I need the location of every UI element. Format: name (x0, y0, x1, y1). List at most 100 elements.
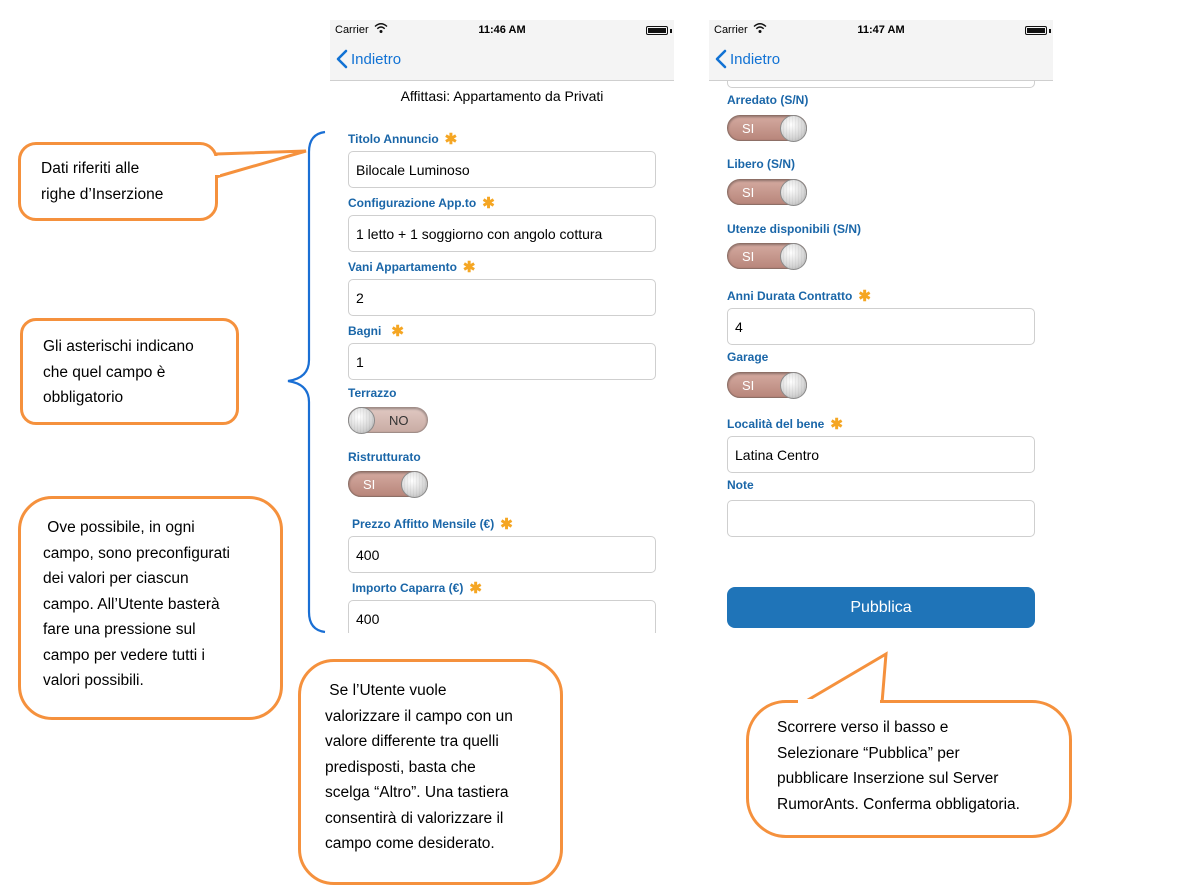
navigation-bar: Indietro (330, 40, 674, 81)
required-asterisk-icon: ✱ (469, 580, 482, 597)
status-time: 11:47 AM (857, 24, 905, 36)
annotation-line: che quel campo è (43, 363, 166, 381)
back-button[interactable]: Indietro (715, 49, 780, 69)
page-title: Affittasi: Appartamento da Privati (400, 88, 604, 104)
annotation-line: Gli asterischi indicano (43, 338, 194, 355)
annotation-line: Se l’Utente vuole (325, 682, 447, 699)
titolo-label: Titolo Annuncio✱ (348, 131, 458, 148)
anni-field[interactable]: 4 (727, 308, 1035, 345)
vani-label: Vani Appartamento✱ (348, 259, 476, 276)
annotation-line: campo, sono preconfigurati (43, 544, 230, 562)
localita-label: Località del bene✱ (727, 416, 843, 433)
publish-button[interactable]: Pubblica (727, 587, 1035, 628)
toggle-knob-icon (348, 407, 375, 434)
required-asterisk-icon: ✱ (444, 131, 458, 148)
arredato-label: Arredato (S/N) (727, 93, 809, 107)
localita-field[interactable]: Latina Centro (727, 436, 1035, 473)
annotation-line: Scorrere verso il basso e (777, 719, 949, 736)
caparra-label: Importo Caparra (€)✱ (352, 580, 482, 597)
toggle-knob-icon (780, 115, 807, 142)
terrazzo-label: Terrazzo (348, 386, 397, 400)
anni-label: Anni Durata Contratto✱ (727, 288, 871, 305)
annotation-dati-inserzione: Dati riferiti alle righe d’Inserzione (18, 142, 218, 221)
field-group-brace (287, 130, 326, 634)
status-time: 11:46 AM (478, 24, 526, 36)
required-asterisk-icon: ✱ (391, 323, 404, 340)
carrier-label: Carrier (714, 24, 748, 36)
annotation-line: dei valori per ciascun (43, 570, 189, 587)
required-asterisk-icon: ✱ (858, 288, 871, 305)
battery-icon (646, 26, 668, 35)
utenze-label: Utenze disponibili (S/N) (727, 222, 861, 236)
vani-field[interactable]: 2 (348, 279, 656, 316)
ristrutturato-label: Ristrutturato (348, 450, 421, 464)
note1-pointer (215, 149, 307, 179)
back-chevron-icon (336, 49, 348, 69)
annotation-line: consentirà di valorizzare il (325, 809, 504, 827)
required-asterisk-icon: ✱ (500, 516, 513, 533)
utenze-toggle[interactable]: SI (727, 243, 807, 270)
toggle-state: NO (389, 413, 409, 428)
pointer-joint (798, 699, 880, 705)
annotation-line: righe d’Inserzione (41, 185, 164, 203)
toggle-knob-icon (780, 372, 807, 399)
wifi-icon (753, 23, 767, 33)
battery-icon (1025, 26, 1047, 35)
toggle-knob-icon (401, 471, 428, 498)
arredato-toggle[interactable]: SI (727, 115, 807, 142)
annotation-line: valori possibili. (43, 672, 144, 689)
annotation-line: fare una pressione sul (43, 621, 196, 638)
prezzo-label: Prezzo Affitto Mensile (€)✱ (352, 516, 513, 533)
caparra-field[interactable]: 400 (348, 600, 656, 633)
prezzo-field[interactable]: 400 (348, 536, 656, 573)
libero-label: Libero (S/N) (727, 157, 795, 171)
annotation-line: campo. All’Utente basterà (43, 595, 220, 613)
scrolled-field-edge (727, 81, 1035, 88)
note-label: Note (727, 478, 754, 492)
annotation-asterischi: Gli asterischi indicano che quel campo è… (20, 318, 239, 425)
bagni-field[interactable]: 1 (348, 343, 656, 380)
titolo-field[interactable]: Bilocale Luminoso (348, 151, 656, 188)
annotation-line: RumorAnts. Conferma obbligatoria. (777, 795, 1020, 813)
phone-screen-right: Carrier 11:47 AM Indietro Arredato (S/N)… (709, 20, 1053, 635)
back-button[interactable]: Indietro (336, 49, 401, 69)
annotation-line: Ove possibile, in ogni (43, 519, 195, 536)
annotation-line: valorizzare il campo con un (325, 707, 513, 725)
annotation-line: scelga “Altro”. Una tastiera (325, 784, 509, 801)
ristrutturato-toggle[interactable]: SI (348, 471, 428, 498)
required-asterisk-icon: ✱ (462, 259, 476, 276)
status-bar: Carrier 11:47 AM (709, 20, 1053, 40)
annotation-valori-preconfigurati: Ove possibile, in ogni campo, sono preco… (18, 496, 283, 720)
battery-tip (670, 29, 672, 33)
back-label: Indietro (351, 50, 402, 68)
back-chevron-icon (715, 49, 727, 69)
annotation-line: predisposti, basta che (325, 758, 476, 776)
annotation-pubblica: Scorrere verso il basso e Selezionare “P… (746, 700, 1072, 838)
configurazione-field[interactable]: 1 letto + 1 soggiorno con angolo cottura (348, 215, 656, 252)
garage-label: Garage (727, 350, 769, 364)
libero-toggle[interactable]: SI (727, 179, 807, 206)
toggle-knob-icon (780, 243, 807, 270)
annotation-line: Dati riferiti alle (41, 160, 140, 177)
toggle-state: SI (742, 378, 755, 393)
pointer-joint (214, 156, 220, 175)
annotation-valore-altro: Se l’Utente vuole valorizzare il campo c… (298, 659, 563, 885)
garage-toggle[interactable]: SI (727, 372, 807, 399)
toggle-state: SI (363, 477, 376, 492)
toggle-state: SI (742, 121, 755, 136)
annotation-line: Selezionare “Pubblica” per (777, 744, 960, 762)
status-bar: Carrier 11:46 AM (330, 20, 674, 40)
required-asterisk-icon: ✱ (482, 195, 495, 212)
annotation-line: obbligatorio (43, 389, 124, 406)
annotation-line: campo per vedere tutti i (43, 646, 205, 664)
configurazione-label: Configurazione App.to✱ (348, 195, 495, 212)
back-label: Indietro (730, 50, 781, 68)
terrazzo-toggle[interactable]: NO (348, 407, 428, 434)
toggle-state: SI (742, 185, 755, 200)
battery-tip (1049, 29, 1051, 33)
carrier-label: Carrier (335, 24, 369, 36)
annotation-line: valore differente tra quelli (325, 733, 499, 750)
annotation-line: pubblicare Inserzione sul Server (777, 770, 999, 787)
note-field[interactable] (727, 500, 1035, 537)
phone-screen-left: Carrier 11:46 AM Indietro Affittasi: App… (330, 20, 674, 633)
